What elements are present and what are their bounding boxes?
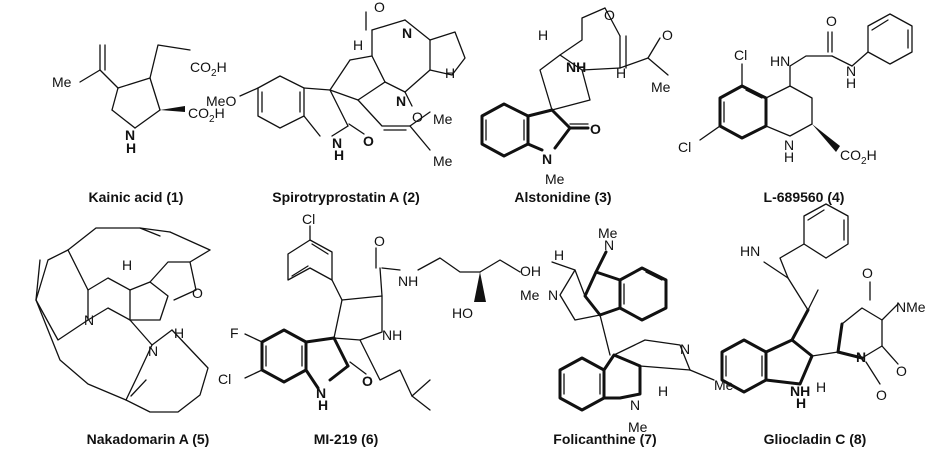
svg-text:H: H bbox=[658, 383, 668, 399]
caption-l-689560: L-689560 (4) bbox=[764, 189, 845, 205]
molecule-kainic-acid: Me CO2H CO2H N H bbox=[52, 44, 227, 156]
molecule-folicanthine: N Me H Me N N Me N Me H bbox=[520, 225, 734, 435]
svg-text:O: O bbox=[374, 0, 385, 15]
label-nh: N bbox=[125, 127, 135, 143]
svg-text:H: H bbox=[554, 247, 564, 263]
svg-text:H: H bbox=[616, 65, 626, 81]
svg-text:Cl: Cl bbox=[734, 47, 747, 63]
svg-text:N: N bbox=[548, 287, 558, 303]
svg-text:O: O bbox=[662, 27, 673, 43]
svg-text:N: N bbox=[84, 312, 94, 328]
svg-text:N: N bbox=[316, 385, 326, 401]
svg-text:H: H bbox=[126, 140, 136, 156]
svg-text:NMe: NMe bbox=[896, 299, 926, 315]
svg-text:Me: Me bbox=[433, 153, 453, 169]
svg-text:Me: Me bbox=[714, 377, 734, 393]
svg-text:O: O bbox=[862, 265, 873, 281]
svg-text:NH: NH bbox=[566, 59, 586, 75]
svg-text:H: H bbox=[174, 325, 184, 341]
svg-text:O: O bbox=[896, 363, 907, 379]
caption-gliocladin-c: Gliocladin C (8) bbox=[764, 431, 867, 447]
svg-text:H: H bbox=[334, 147, 344, 163]
molecule-alstonidine: N Me O NH H H O O Me bbox=[480, 7, 673, 187]
svg-text:N: N bbox=[846, 63, 856, 79]
svg-text:CO2H: CO2H bbox=[190, 59, 227, 79]
svg-text:NH: NH bbox=[382, 327, 402, 343]
caption-kainic-acid: Kainic acid (1) bbox=[89, 189, 184, 205]
svg-text:N: N bbox=[856, 349, 866, 365]
svg-text:CO2H: CO2H bbox=[188, 105, 225, 125]
caption-mi-219: MI-219 (6) bbox=[314, 431, 379, 447]
svg-text:Cl: Cl bbox=[218, 371, 231, 387]
caption-alstonidine: Alstonidine (3) bbox=[514, 189, 611, 205]
svg-text:N: N bbox=[148, 343, 158, 359]
svg-text:H: H bbox=[796, 395, 806, 411]
molecule-mi-219: Cl F Cl NH O NH N H O OH HO bbox=[218, 211, 541, 413]
svg-text:HO: HO bbox=[452, 305, 473, 321]
svg-text:O: O bbox=[192, 285, 203, 301]
svg-text:Me: Me bbox=[545, 171, 565, 187]
svg-text:H: H bbox=[816, 379, 826, 395]
svg-text:O: O bbox=[363, 133, 374, 149]
svg-text:CO2H: CO2H bbox=[840, 147, 877, 167]
molecule-l-689560: Cl Cl HN O N H N H CO2H bbox=[678, 13, 913, 167]
svg-text:F: F bbox=[230, 325, 239, 341]
svg-text:H: H bbox=[538, 27, 548, 43]
svg-text:HN: HN bbox=[740, 243, 760, 259]
svg-text:OH: OH bbox=[520, 263, 541, 279]
svg-text:O: O bbox=[374, 233, 385, 249]
molecule-spirotryprostatin-a: MeO N H O H N N O O H Me Me bbox=[206, 0, 466, 169]
caption-nakadomarin-a: Nakadomarin A (5) bbox=[87, 431, 210, 447]
molecule-nakadomarin-a: N N H H O bbox=[35, 227, 211, 413]
svg-text:Me: Me bbox=[520, 287, 540, 303]
svg-text:N: N bbox=[542, 151, 552, 167]
svg-text:H: H bbox=[784, 149, 794, 165]
svg-text:Me: Me bbox=[651, 79, 671, 95]
svg-text:O: O bbox=[590, 121, 601, 137]
label-me: Me bbox=[52, 74, 72, 90]
svg-text:HN: HN bbox=[770, 53, 790, 69]
svg-text:N: N bbox=[680, 341, 690, 357]
svg-text:Me: Me bbox=[433, 111, 453, 127]
svg-text:O: O bbox=[876, 387, 887, 403]
svg-text:O: O bbox=[604, 7, 615, 23]
molecule-gliocladin-c: HN O NMe O O N NH H H bbox=[720, 203, 926, 411]
svg-text:Me: Me bbox=[598, 225, 618, 241]
svg-text:N: N bbox=[332, 135, 342, 151]
svg-text:O: O bbox=[362, 373, 373, 389]
svg-text:NH: NH bbox=[398, 273, 418, 289]
svg-text:O: O bbox=[826, 13, 837, 29]
svg-text:N: N bbox=[396, 93, 406, 109]
svg-text:O: O bbox=[412, 109, 423, 125]
svg-text:Me: Me bbox=[628, 419, 648, 435]
svg-text:MeO: MeO bbox=[206, 93, 236, 109]
svg-text:N: N bbox=[604, 237, 614, 253]
svg-text:H: H bbox=[122, 257, 132, 273]
caption-spirotryprostatin-a: Spirotryprostatin A (2) bbox=[272, 189, 420, 205]
svg-text:H: H bbox=[318, 397, 328, 413]
svg-text:N: N bbox=[784, 137, 794, 153]
svg-text:Cl: Cl bbox=[678, 139, 691, 155]
caption-folicanthine: Folicanthine (7) bbox=[553, 431, 656, 447]
svg-text:H: H bbox=[846, 75, 856, 91]
svg-text:H: H bbox=[353, 37, 363, 53]
svg-text:NH: NH bbox=[790, 383, 810, 399]
svg-text:N: N bbox=[630, 397, 640, 413]
svg-text:Cl: Cl bbox=[302, 211, 315, 227]
svg-text:H: H bbox=[445, 65, 455, 81]
svg-text:N: N bbox=[402, 25, 412, 41]
